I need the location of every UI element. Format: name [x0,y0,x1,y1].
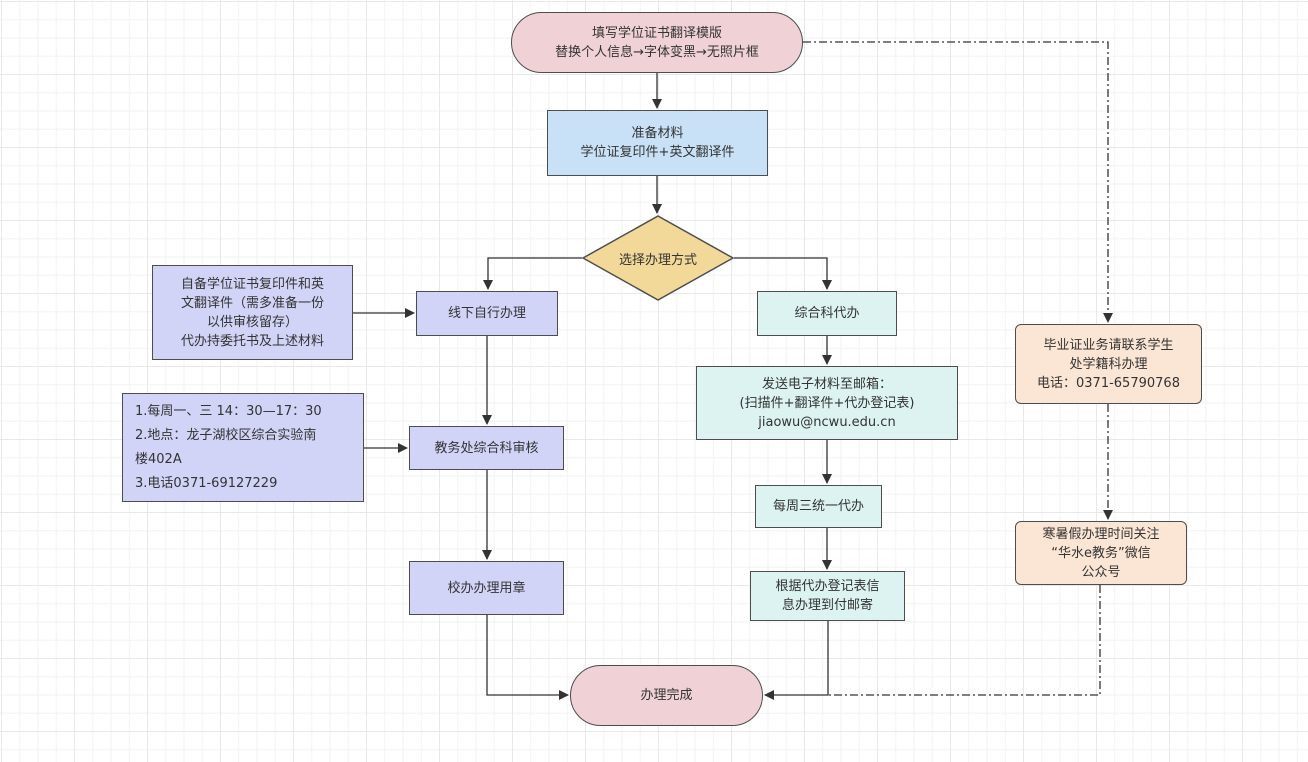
proxy-handle-node[interactable]: 综合科代办 [757,291,897,336]
offline-self-handle-node[interactable]: 线下自行办理 [416,291,558,336]
offline-materials-note[interactable]: 自备学位证书复印件和英 文翻译件（需多准备一份 以供审核留存） 代办持委托书及上… [152,265,353,360]
school-office-seal-node[interactable]: 校办办理用章 [409,561,564,615]
finish-node[interactable]: 办理完成 [570,665,763,726]
edge-seal-to-finish [486,615,569,700]
edge-decision-to-offline [483,257,582,290]
decision-label: 选择办理方式 [618,252,697,268]
weekly-proxy-node[interactable]: 每周三统一代办 [755,485,882,528]
prepare-materials-node[interactable]: 准备材料 学位证复印件+英文翻译件 [547,110,768,176]
edge-decision-to-proxy [734,257,832,290]
graduation-certificate-note[interactable]: 毕业证业务请联系学生 处学籍科办理 电话：0371-65790768 [1015,324,1202,404]
mail-delivery-node[interactable]: 根据代办登记表信 息办理到付邮寄 [750,571,905,621]
audit-schedule-note[interactable]: 1.每周一、三 14：30—17：30 2.地点：龙子湖校区综合实验南 楼402… [122,393,364,502]
send-email-node[interactable]: 发送电子材料至邮箱： (扫描件+翻译件+代办登记表) jiaowu@ncwu.e… [696,366,958,440]
decision-diamond-shape [582,215,734,301]
edge-mail-to-finish [764,621,829,700]
edge-start-to-graduation-cert [803,41,1113,323]
academic-office-audit-node[interactable]: 教务处综合科审核 [409,426,564,470]
start-node[interactable]: 填写学位证书翻译模版 替换个人信息→字体变黑→无照片框 [511,12,803,73]
vacation-notice-note[interactable]: 寒暑假办理时间关注 “华水e教务”微信 公众号 [1015,521,1187,585]
choose-method-decision[interactable]: 选择办理方式 [582,215,734,301]
